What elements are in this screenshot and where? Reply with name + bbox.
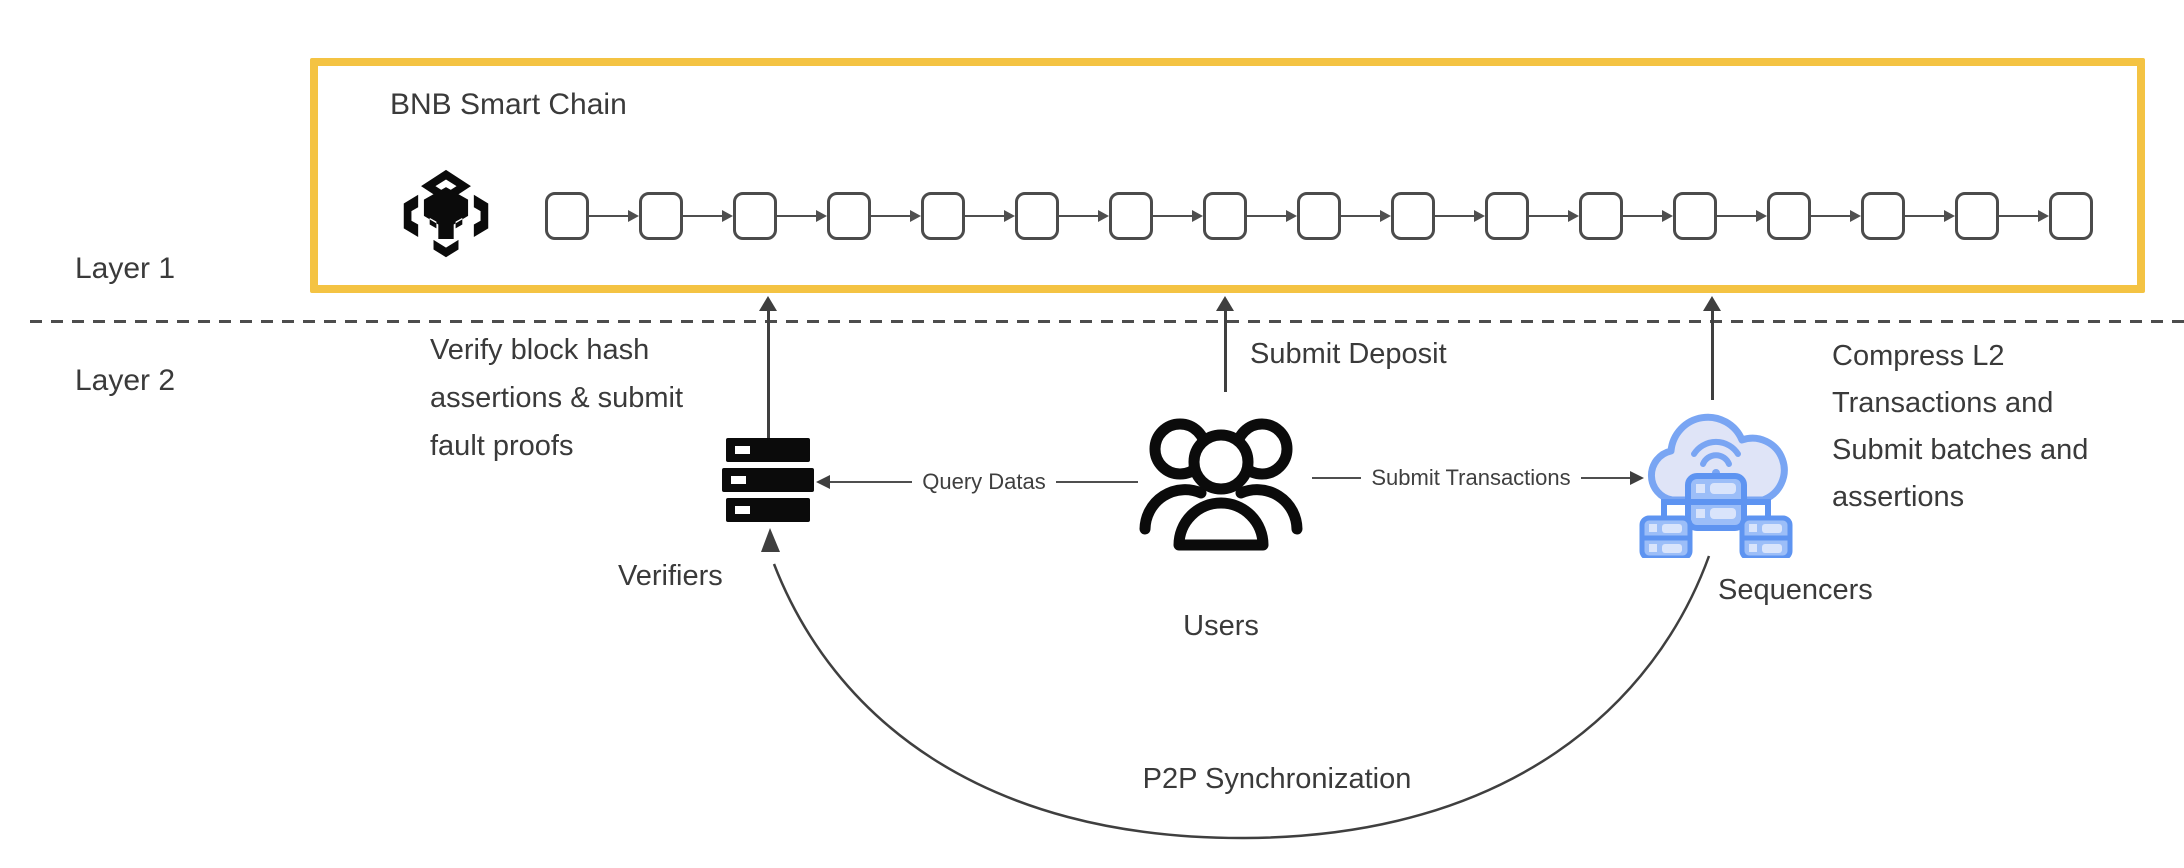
- verifiers-to-l1-arrowhead: [759, 296, 777, 311]
- sequencers-annotation-line4: assertions: [1832, 481, 1965, 513]
- server-rack-icon: [722, 438, 814, 522]
- sequencers-annotation-line1: Compress L2: [1832, 340, 2005, 372]
- chain-block: [1203, 192, 1247, 240]
- layer-divider-dashed-line: [30, 320, 2184, 323]
- verifiers-annotation-line1: Verify block hash: [430, 334, 650, 366]
- users-to-l1-arrowhead: [1216, 296, 1234, 311]
- layer2-label: Layer 2: [75, 364, 176, 397]
- chain-block: [1391, 192, 1435, 240]
- chain-block: [1297, 192, 1341, 240]
- edge-line: [1055, 480, 1138, 484]
- chain-block: [1767, 192, 1811, 240]
- chain-block-arrow: [1247, 192, 1297, 240]
- users-group-icon: [1139, 418, 1303, 551]
- users-label: Users: [1183, 610, 1259, 642]
- chain-block-arrow: [871, 192, 921, 240]
- cloud-server-icon: [1639, 413, 1793, 558]
- chain-block-arrow: [777, 192, 827, 240]
- arrow-left-icon: [816, 475, 830, 489]
- edge-line: [1312, 476, 1362, 480]
- users-to-l1-arrow: [1224, 309, 1227, 392]
- query-datas-label: Query Datas: [922, 469, 1046, 494]
- chain-block-arrow: [589, 192, 639, 240]
- chain-block: [1861, 192, 1905, 240]
- p2p-sync-label: P2P Synchronization: [1142, 763, 1412, 795]
- sequencers-label: Sequencers: [1718, 574, 1873, 606]
- sequencers-annotation-line3: Submit batches and: [1832, 434, 2089, 466]
- verifiers-annotation-line3: fault proofs: [430, 430, 574, 462]
- sequencers-to-l1-arrowhead: [1703, 296, 1721, 311]
- chain-block-arrow: [683, 192, 733, 240]
- chain-block: [1485, 192, 1529, 240]
- chain-block-arrow: [1623, 192, 1673, 240]
- chain-block: [2049, 192, 2093, 240]
- chain-block-arrow: [1341, 192, 1391, 240]
- query-datas-edge: Query Datas: [816, 469, 1138, 494]
- layer1-chain-box: [310, 58, 2145, 293]
- chain-block-arrow: [1435, 192, 1485, 240]
- chain-block-arrow: [1153, 192, 1203, 240]
- chain-block: [827, 192, 871, 240]
- chain-block-arrow: [1811, 192, 1861, 240]
- chain-block: [1015, 192, 1059, 240]
- chain-block-arrow: [1905, 192, 1955, 240]
- verifiers-annotation-line2: assertions & submit: [430, 382, 684, 414]
- chain-block: [733, 192, 777, 240]
- chain-block: [545, 192, 589, 240]
- chain-block: [1109, 192, 1153, 240]
- chain-block: [1955, 192, 1999, 240]
- chain-block-arrow: [1717, 192, 1767, 240]
- verifiers-to-l1-arrow: [767, 309, 770, 438]
- edge-line: [830, 480, 913, 484]
- layer1-label: Layer 1: [75, 252, 176, 285]
- chain-block-arrow: [1999, 192, 2049, 240]
- arrow-right-icon: [1630, 471, 1644, 485]
- verifiers-label: Verifiers: [618, 560, 723, 592]
- edge-line: [1580, 476, 1630, 480]
- chain-block-arrow: [965, 192, 1015, 240]
- sequencers-annotation-line2: Transactions and: [1832, 387, 2054, 419]
- p2p-arrowhead: [761, 528, 780, 552]
- submit-transactions-label: Submit Transactions: [1371, 465, 1571, 490]
- chain-block: [1579, 192, 1623, 240]
- sequencers-annotation: Compress L2 Transactions and Submit batc…: [1832, 333, 2088, 521]
- chain-block: [1673, 192, 1717, 240]
- block-chain-row: [545, 192, 2093, 240]
- chain-block: [921, 192, 965, 240]
- l1-box-title: BNB Smart Chain: [390, 88, 627, 121]
- sequencers-to-l1-arrow: [1711, 309, 1714, 400]
- submit-transactions-edge: Submit Transactions: [1312, 465, 1644, 490]
- chain-block: [639, 192, 683, 240]
- chain-block-arrow: [1529, 192, 1579, 240]
- submit-deposit-label: Submit Deposit: [1250, 338, 1447, 370]
- chain-block-arrow: [1059, 192, 1109, 240]
- bnb-chain-logo-icon: [403, 169, 489, 258]
- verifiers-annotation: Verify block hash assertions & submit fa…: [430, 326, 683, 470]
